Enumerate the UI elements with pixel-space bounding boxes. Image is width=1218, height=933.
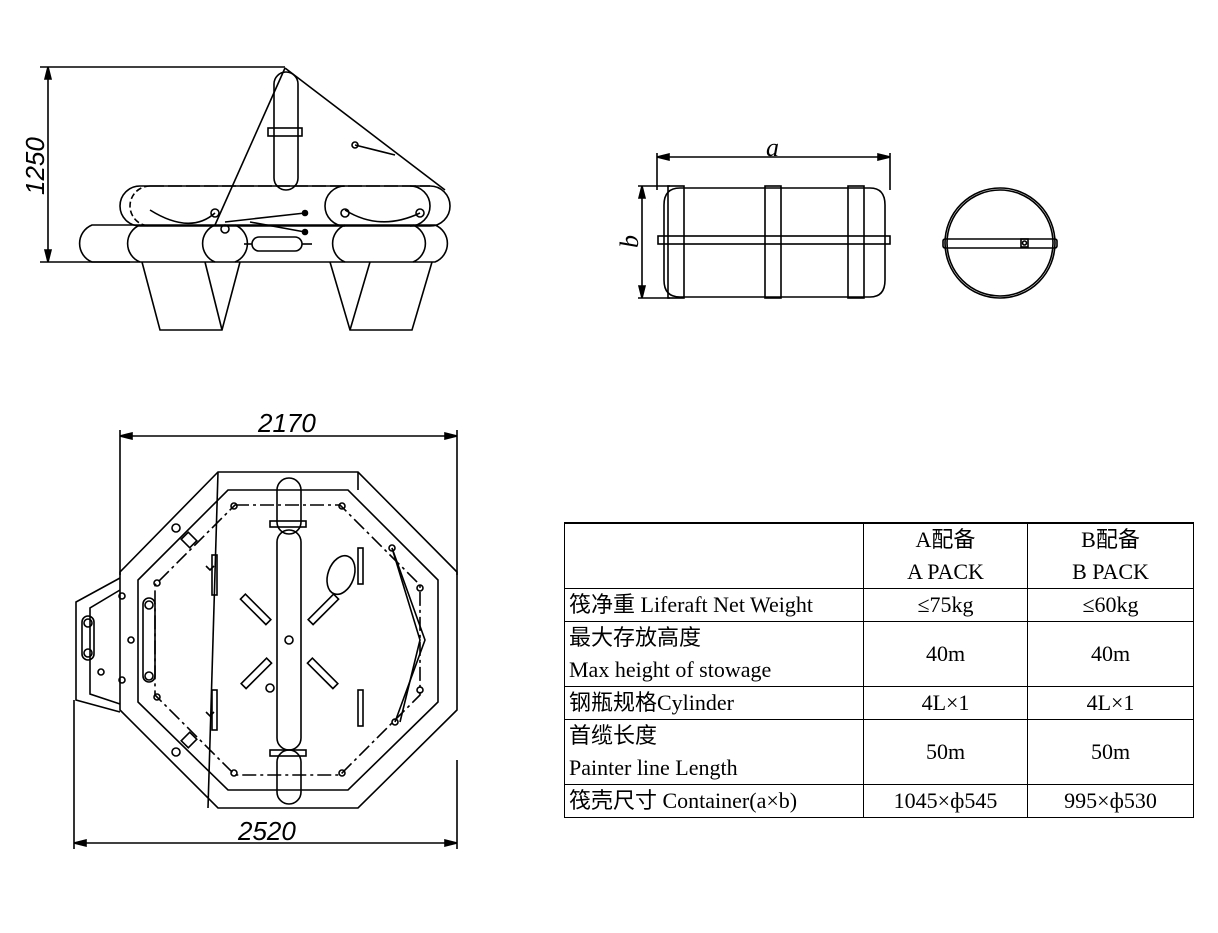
row-label: 筏壳尺寸 Container(a×b): [564, 784, 864, 818]
top-view: 2170 2520: [73, 408, 458, 849]
table-row: 首缆长度 Painter line Length 50m 50m: [564, 719, 1194, 785]
row-value-b: 40m: [1027, 621, 1194, 687]
container-end-view: [942, 187, 1058, 299]
header-a-cn: A配备: [915, 527, 976, 552]
table-row: 钢瓶规格Cylinder 4L×1 4L×1: [564, 686, 1194, 720]
row-value-a: 4L×1: [863, 686, 1028, 720]
row-value-b: 4L×1: [1027, 686, 1194, 720]
row-label-text: Max height of stowage: [569, 657, 772, 682]
row-value-a: 50m: [863, 719, 1028, 785]
row-label: 最大存放高度 Max height of stowage: [564, 621, 864, 687]
row-label: 首缆长度 Painter line Length: [564, 719, 864, 785]
row-value-b: ≤60kg: [1027, 588, 1194, 622]
spec-table: A配备 A PACK B配备 B PACK 筏净重 Liferaft Net W…: [564, 522, 1194, 818]
row-value-a: 1045×ф545: [863, 784, 1028, 818]
top-width-label: 2170: [257, 408, 316, 438]
side-height-label: 1250: [20, 137, 50, 195]
row-label: 钢瓶规格Cylinder: [564, 686, 864, 720]
row-value-b: 995×ф530: [1027, 784, 1194, 818]
row-label-text: 首缆长度: [569, 723, 658, 748]
header-blank-cell: [564, 522, 864, 589]
side-view: 1250: [20, 66, 451, 331]
row-label-text: 钢瓶规格Cylinder: [569, 690, 734, 715]
row-value-b: 50m: [1027, 719, 1194, 785]
container-length-label: a: [766, 133, 779, 162]
header-b-cn: B配备: [1081, 527, 1140, 552]
row-label: 筏净重 Liferaft Net Weight: [564, 588, 864, 622]
row-value-a: 40m: [863, 621, 1028, 687]
header-a-pack: A配备 A PACK: [863, 522, 1028, 589]
container-diameter-label: b: [615, 235, 644, 248]
table-header-row: A配备 A PACK B配备 B PACK: [564, 522, 1194, 589]
table-row: 筏净重 Liferaft Net Weight ≤75kg ≤60kg: [564, 588, 1194, 622]
row-label-text: 最大存放高度: [569, 625, 702, 650]
row-label-text: 筏净重 Liferaft Net Weight: [569, 592, 814, 617]
row-label-text: Painter line Length: [569, 755, 738, 780]
header-b-en: B PACK: [1072, 559, 1149, 584]
row-value-a: ≤75kg: [863, 588, 1028, 622]
header-a-en: A PACK: [907, 559, 984, 584]
top-overall-label: 2520: [237, 816, 296, 846]
row-label-text: 筏壳尺寸 Container(a×b): [569, 788, 798, 813]
table-row: 筏壳尺寸 Container(a×b) 1045×ф545 995×ф530: [564, 784, 1194, 818]
container-side-view: a b: [615, 133, 891, 299]
table-row: 最大存放高度 Max height of stowage 40m 40m: [564, 621, 1194, 687]
header-b-pack: B配备 B PACK: [1027, 522, 1194, 589]
